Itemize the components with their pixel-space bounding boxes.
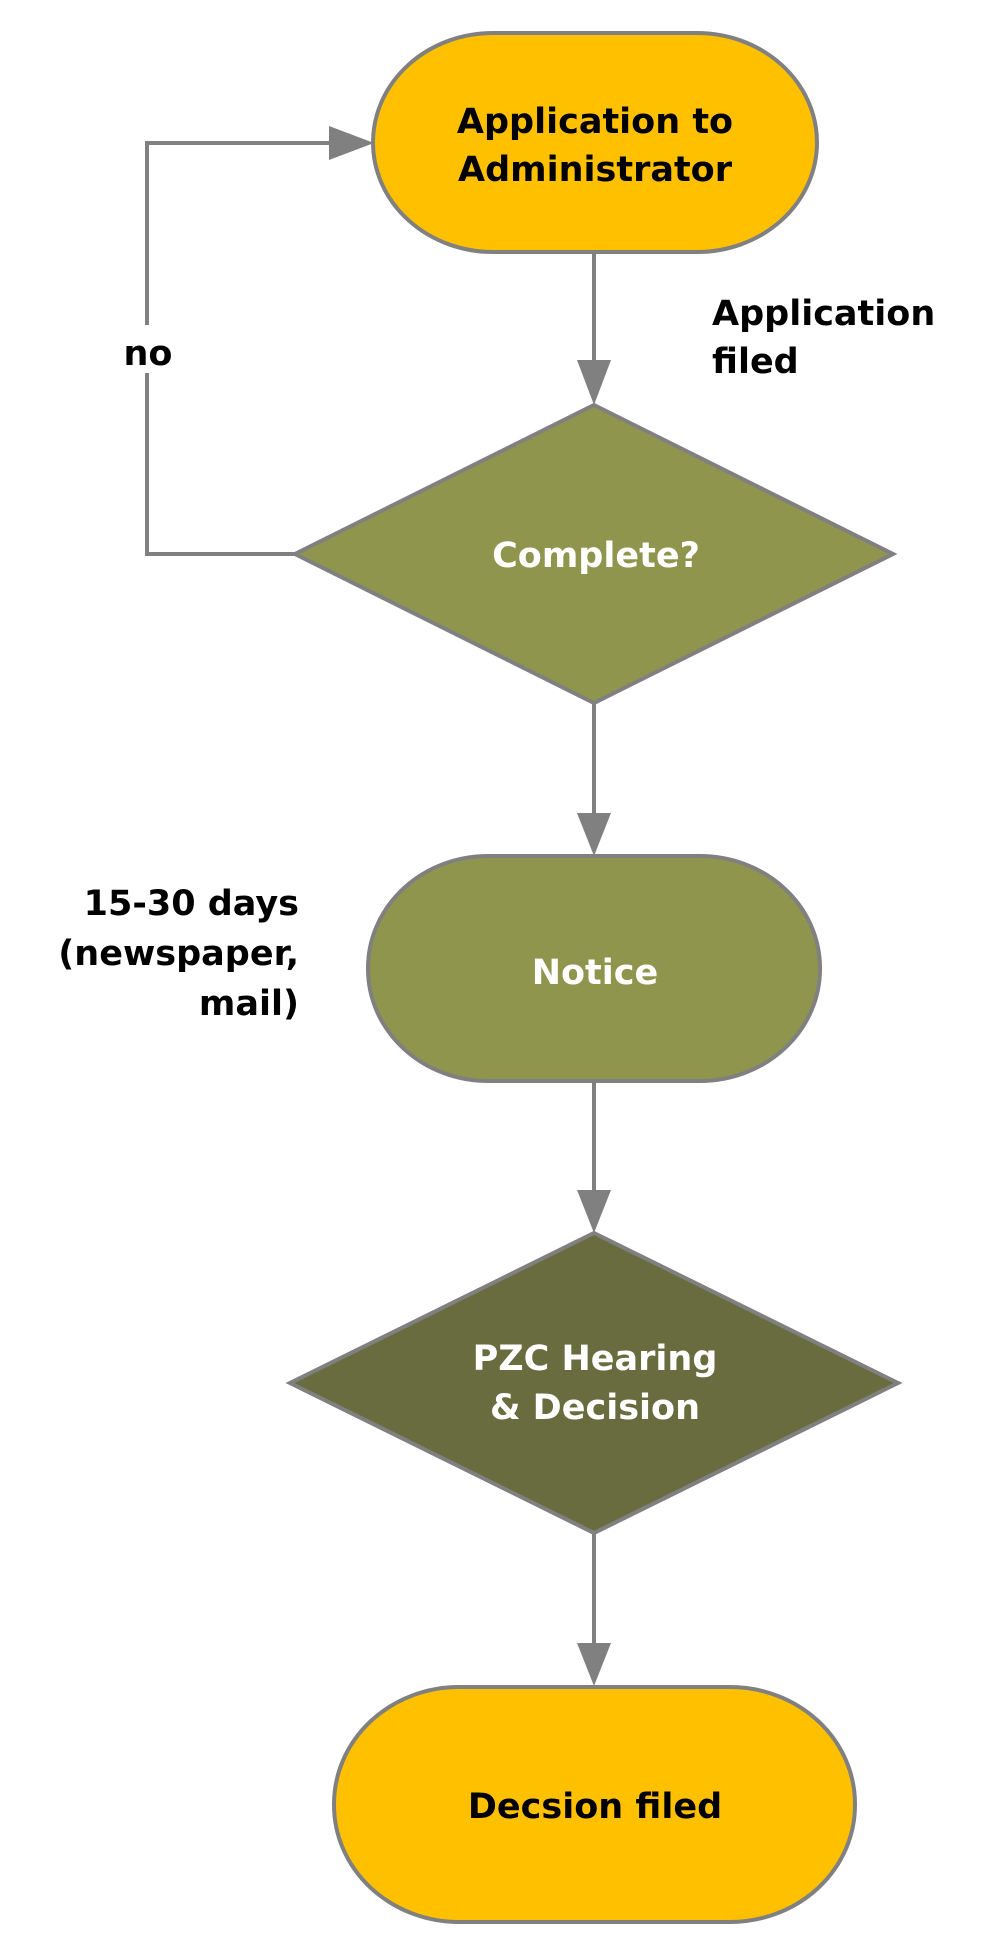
no-label: no — [124, 334, 173, 374]
edge-no-loop-upper — [145, 141, 332, 325]
node-notice: Notice — [366, 854, 822, 1083]
node-end: Decsion filed — [332, 1685, 857, 1924]
hearing-label-line-1: PZC Hearing — [473, 1339, 718, 1379]
node-hearing-decision: PZC Hearing & Decision — [285, 1230, 903, 1536]
complete-decision-label: Complete? — [492, 536, 700, 576]
end-terminal-shape — [332, 1685, 857, 1924]
notice-process-shape — [366, 854, 822, 1083]
notice-period-label-line-2: (newspaper, — [58, 934, 299, 974]
node-complete-decision: Complete? — [290, 402, 898, 706]
arrowhead-down-icon — [577, 1190, 611, 1233]
complete-decision-shape — [290, 402, 898, 706]
start-terminal-shape — [371, 31, 819, 254]
connectors — [145, 126, 611, 1686]
start-label-line-1: Application to — [457, 102, 733, 142]
notice-period-label-line-1: 15-30 days — [84, 884, 299, 924]
arrowhead-right-icon — [329, 126, 374, 160]
arrowhead-down-icon — [577, 1643, 611, 1686]
node-start: Application to Administrator — [371, 31, 819, 254]
end-label: Decsion filed — [468, 1787, 722, 1827]
hearing-label-line-2: & Decision — [490, 1388, 700, 1428]
edge-labels: no Application filed 15-30 days (newspap… — [58, 294, 935, 1024]
notice-label: Notice — [532, 953, 659, 993]
start-label-line-2: Administrator — [458, 150, 733, 190]
application-filed-label-line-1: Application — [712, 294, 935, 334]
notice-period-label-line-3: mail) — [199, 984, 299, 1024]
arrowhead-down-icon — [577, 813, 611, 856]
arrowhead-down-icon — [577, 360, 611, 405]
edge-no-loop — [145, 373, 295, 556]
application-filed-label-line-2: filed — [712, 342, 799, 382]
hearing-decision-shape — [285, 1230, 903, 1536]
